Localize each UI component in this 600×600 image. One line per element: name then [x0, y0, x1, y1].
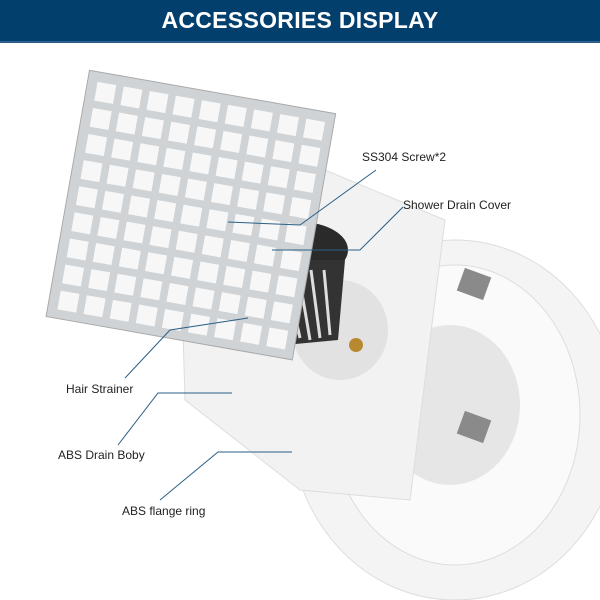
grate-hole	[298, 144, 321, 167]
grate-hole	[140, 278, 163, 301]
grate-hole	[57, 290, 80, 313]
grate-hole	[123, 221, 146, 244]
grate-hole	[210, 183, 233, 206]
grate-hole	[128, 195, 151, 218]
grate-hole	[284, 223, 307, 246]
grate-hole	[88, 269, 111, 292]
grate-hole	[115, 112, 138, 135]
grate-hole	[163, 147, 186, 170]
grate-hole	[132, 169, 155, 192]
grate-hole	[237, 187, 260, 210]
grate-hole	[101, 190, 124, 213]
shower-drain-cover	[45, 69, 337, 361]
grate-hole	[198, 100, 221, 123]
grate-hole	[194, 126, 217, 149]
grate-hole	[240, 322, 263, 345]
grate-hole	[141, 117, 164, 140]
grate-hole	[244, 296, 267, 319]
grate-hole	[66, 238, 89, 261]
grate-hole	[180, 204, 203, 227]
grate-hole	[80, 160, 103, 183]
grate-hole	[232, 213, 255, 236]
grate-hole	[135, 304, 158, 327]
grate-hole	[120, 86, 143, 109]
grate-hole	[137, 143, 160, 166]
grate-hole	[166, 282, 189, 305]
grate-hole	[71, 212, 94, 235]
grate-hole	[184, 178, 207, 201]
grate-hole	[227, 239, 250, 262]
grate-hole	[249, 270, 272, 293]
grate-hole	[267, 166, 290, 189]
grate-hole	[246, 135, 269, 158]
grate-hole	[272, 140, 295, 163]
grate-hole	[75, 186, 98, 209]
grate-hole	[114, 273, 137, 296]
label-cover: Shower Drain Cover	[403, 198, 512, 212]
grate-hole	[85, 134, 108, 157]
grate-hole	[158, 173, 181, 196]
grate-hole	[197, 261, 220, 284]
grate-hole	[83, 295, 106, 318]
grate-hole	[201, 235, 224, 258]
grate-hole	[289, 196, 312, 219]
page-title: ACCESSORIES DISPLAY	[0, 0, 600, 43]
grate-hole	[192, 287, 215, 310]
grate-hole	[258, 218, 281, 241]
grate-hole	[167, 121, 190, 144]
grate-hole	[270, 301, 293, 324]
grate-hole	[220, 130, 243, 153]
grate-hole	[97, 216, 120, 239]
grate-hole	[250, 109, 273, 132]
grate-hole	[266, 327, 289, 350]
grate-hole	[111, 138, 134, 161]
grate-hole	[187, 313, 210, 336]
grate-hole	[303, 118, 326, 141]
grate-hole	[218, 292, 241, 315]
grate-hole	[241, 161, 264, 184]
grate-hole	[214, 318, 237, 341]
grate-hole	[62, 264, 85, 287]
grate-hole	[224, 104, 247, 127]
grate-hole	[215, 157, 238, 180]
grate-hole	[276, 114, 299, 137]
label-body: ABS Drain Boby	[58, 448, 145, 462]
grate-hole	[223, 266, 246, 289]
grate-hole	[275, 275, 298, 298]
grate-hole	[175, 230, 198, 253]
label-strainer: Hair Strainer	[66, 382, 134, 396]
grate-hole	[189, 152, 212, 175]
grate-hole	[106, 164, 129, 187]
grate-hole	[161, 309, 184, 332]
grate-hole	[94, 81, 117, 104]
grate-hole	[253, 244, 276, 267]
grate-hole	[293, 170, 316, 193]
grate-hole	[89, 107, 112, 130]
grate-hole	[154, 200, 177, 223]
grate-hole	[118, 247, 141, 270]
grate-hole	[206, 209, 229, 232]
grate-hole	[172, 95, 195, 118]
label-screw: SS304 Screw*2	[362, 150, 447, 164]
grate-hole	[149, 226, 172, 249]
grate-hole	[144, 252, 167, 275]
grate-hole	[146, 91, 169, 114]
grate-hole	[263, 192, 286, 215]
grate-hole	[171, 256, 194, 279]
label-flange: ABS flange ring	[122, 504, 206, 518]
grate-hole	[280, 249, 303, 272]
leader-lines	[117, 169, 404, 501]
grate-hole	[109, 299, 132, 322]
grate-hole	[92, 243, 115, 266]
